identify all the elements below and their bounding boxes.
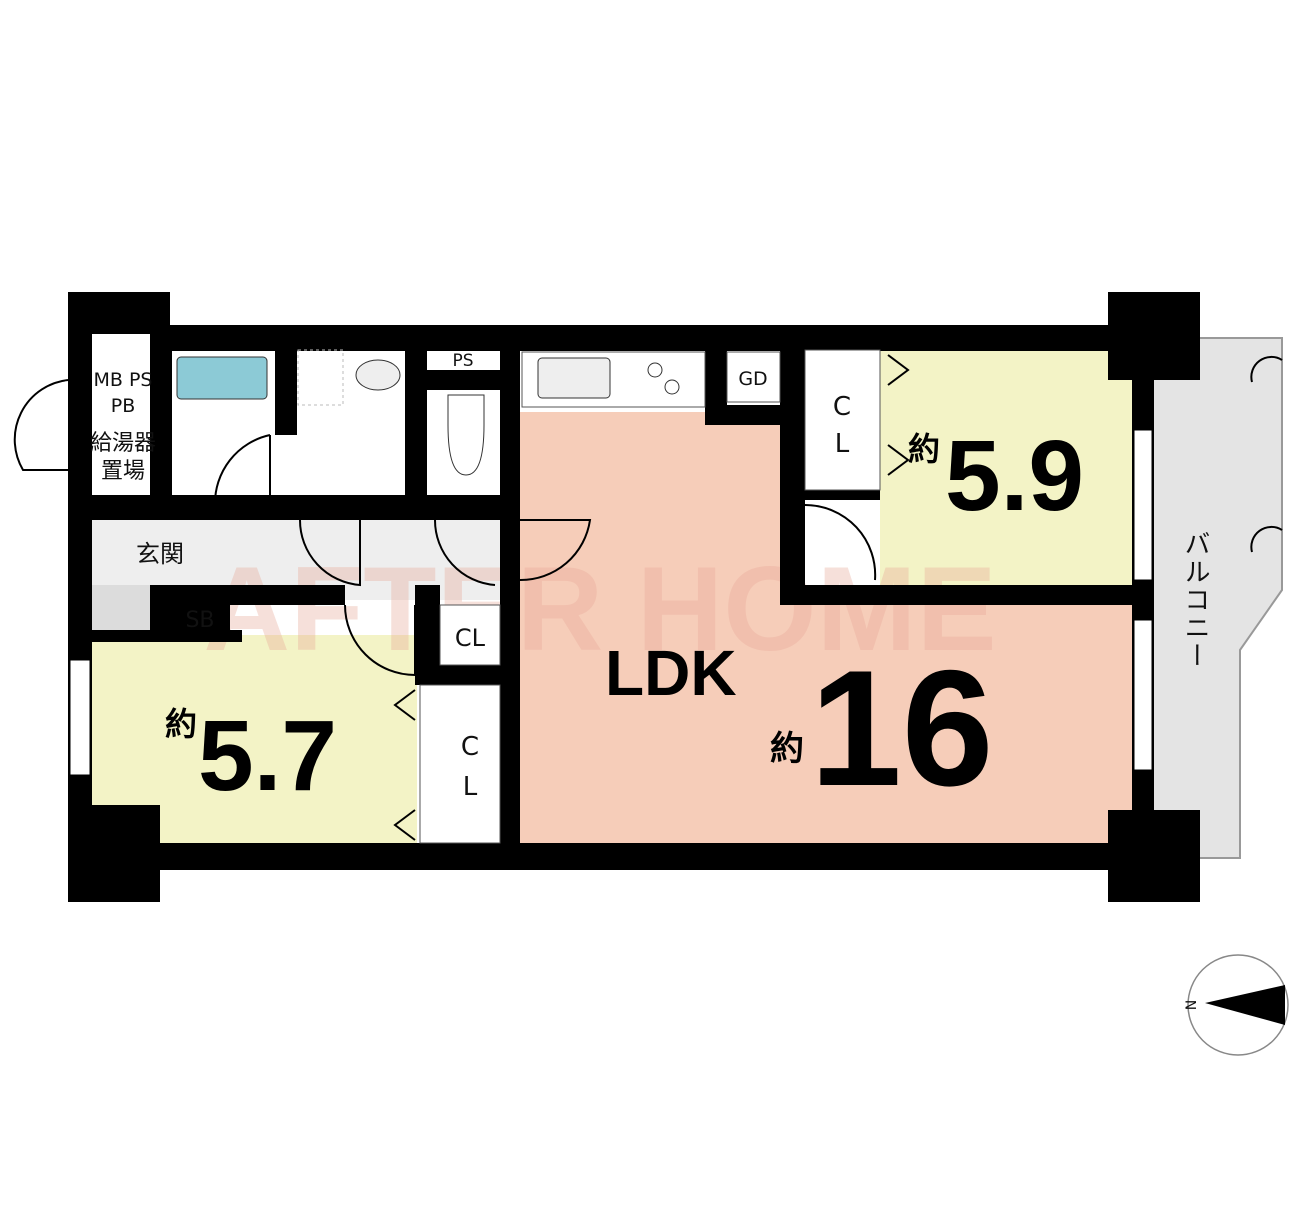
bedroom-east-size: 5.9 — [945, 420, 1084, 532]
toilet — [447, 394, 485, 476]
washer-space — [297, 349, 344, 406]
bedroom-east-prefix: 約 — [908, 431, 940, 467]
ldk-size: 16 — [810, 636, 994, 820]
stove-burner — [647, 362, 663, 378]
closet-east[interactable] — [804, 349, 881, 491]
watermark: AFTER HOME — [203, 542, 996, 676]
doors[interactable] — [13, 354, 1283, 841]
closet-east-c: C — [833, 392, 851, 422]
garbage-space — [726, 351, 781, 403]
pipe-space-label: PS — [452, 351, 473, 371]
bedroom-west-size: 5.7 — [198, 700, 337, 812]
compass-north-label: N — [1184, 1000, 1200, 1010]
window-west — [69, 659, 91, 776]
closet-small[interactable] — [439, 604, 501, 666]
closet-west-l: L — [463, 772, 478, 802]
compass: N — [1184, 954, 1289, 1056]
utility-label-1: MB PS — [94, 369, 153, 391]
bathtub — [176, 356, 268, 400]
shoe-box-label: SB — [185, 608, 214, 633]
utility-label-2: PB — [111, 395, 136, 417]
utility-label-3: 給湯器 — [90, 431, 156, 456]
closet-west-c: C — [461, 732, 479, 762]
entrance-floor — [92, 585, 152, 635]
balcony-label: バルコニー — [1180, 530, 1210, 670]
ldk-name: LDK — [605, 637, 737, 709]
ldk-area — [520, 412, 1132, 845]
entrance-label: 玄関 — [136, 540, 184, 568]
compass-needle-icon — [1205, 985, 1285, 1025]
window-east-1 — [1133, 429, 1153, 581]
kitchen-sink — [537, 357, 611, 399]
wash-basin — [355, 359, 401, 391]
closet-west[interactable] — [419, 684, 501, 844]
balcony-area — [1149, 337, 1283, 859]
closet-small-label: CL — [455, 624, 486, 652]
garbage-label: GD — [738, 368, 767, 390]
ldk-prefix: 約 — [770, 730, 804, 768]
stove-burner — [664, 379, 680, 395]
window-east-2 — [1133, 619, 1153, 771]
bedroom-east-area — [880, 350, 1132, 586]
bedroom-west-prefix: 約 — [165, 706, 197, 742]
utility-label-4: 置場 — [101, 459, 145, 484]
closet-east-l: L — [835, 429, 850, 459]
